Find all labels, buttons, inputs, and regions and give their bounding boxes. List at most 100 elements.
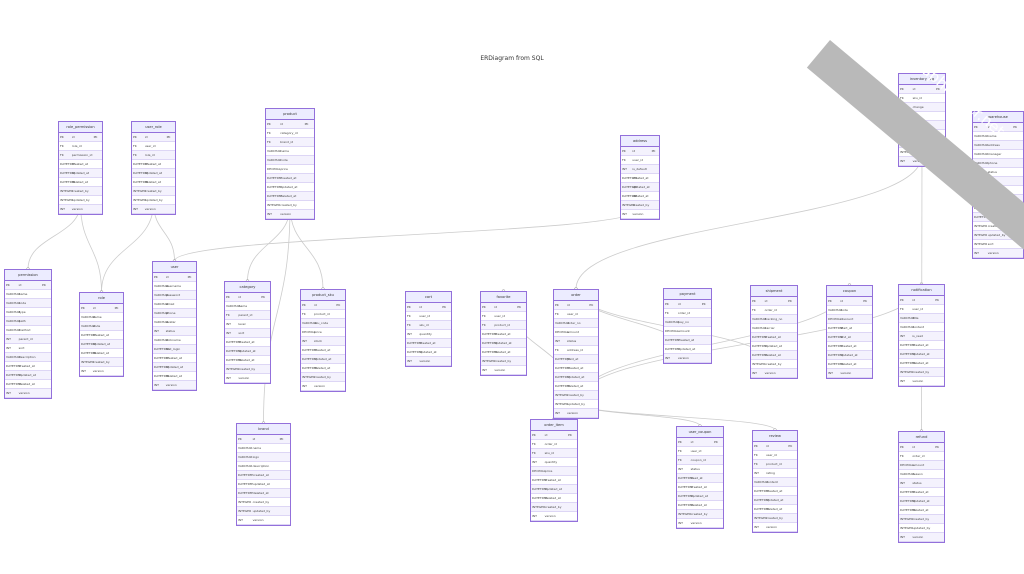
attribute-type: FK xyxy=(407,323,411,327)
attribute-name: created_by xyxy=(280,203,297,207)
attribute-key xyxy=(714,501,723,509)
attribute-name: sku_code xyxy=(314,321,329,325)
attribute-type: FK xyxy=(622,158,626,162)
attribute-key xyxy=(188,363,196,371)
attribute-name: deleted_at xyxy=(544,496,561,500)
attribute-key: PK xyxy=(517,305,521,309)
attribute-name: id xyxy=(314,303,317,307)
attribute-name: updated_by xyxy=(252,509,271,513)
attribute-key xyxy=(261,329,270,337)
attribute-key xyxy=(788,523,797,531)
attribute-key: PK xyxy=(187,275,192,279)
attribute-type: PK xyxy=(900,87,904,91)
attribute-name: created_at xyxy=(419,341,436,345)
attribute-name: status xyxy=(690,467,700,471)
attribute-name: type xyxy=(18,310,26,314)
attribute-type: DATETIME xyxy=(81,342,97,346)
attribute-name: code xyxy=(840,308,848,312)
attribute-key xyxy=(589,346,598,354)
attribute-key xyxy=(167,205,175,213)
attribute-key xyxy=(863,306,872,314)
attribute-key xyxy=(589,310,598,318)
attribute-type: PK xyxy=(267,122,271,126)
attribute-key: PK xyxy=(701,302,706,306)
attribute-type: INTEGER xyxy=(678,512,692,516)
attribute-name: created_at xyxy=(145,162,161,166)
attribute-name: deleted_at xyxy=(93,351,109,355)
attribute-key: PK xyxy=(336,303,341,307)
attribute-key xyxy=(568,467,577,475)
attribute-type: PK xyxy=(900,298,904,302)
attribute-type: DATETIME xyxy=(622,194,638,198)
attribute-key xyxy=(568,476,577,484)
attribute-name: updated_at xyxy=(678,347,696,351)
attribute-type: DATETIME xyxy=(555,375,571,379)
attribute-key xyxy=(702,318,711,326)
attribute-name: version xyxy=(18,391,30,395)
attribute-key xyxy=(167,178,175,186)
attribute-key xyxy=(42,308,51,316)
attribute-type: DATETIME xyxy=(226,349,242,353)
attribute-key xyxy=(935,533,944,541)
attribute-key xyxy=(336,364,345,372)
attribute-name: version xyxy=(987,251,999,255)
attribute-name: version xyxy=(912,535,924,539)
attribute-type: FK xyxy=(267,140,271,144)
entity-title: cart xyxy=(406,292,451,303)
attribute-name: updated_by xyxy=(567,402,585,406)
attribute-type: PK xyxy=(555,303,559,307)
attribute-name: version xyxy=(632,212,644,216)
attribute-type: DATETIME xyxy=(555,357,571,361)
attribute-key: PK xyxy=(93,135,98,139)
attribute-key xyxy=(1013,168,1023,176)
attribute-name: id xyxy=(544,433,548,437)
attribute-key xyxy=(589,337,598,345)
attribute-key xyxy=(261,356,270,364)
attribute-key xyxy=(261,302,270,310)
attribute-type: INT xyxy=(555,411,560,415)
attribute-name: version xyxy=(71,207,83,211)
attribute-key xyxy=(305,210,314,218)
attribute-key xyxy=(652,210,659,218)
attribute-type: FK xyxy=(226,313,230,317)
attribute-name: user_id xyxy=(567,312,578,316)
attribute-type: INTEGER xyxy=(238,500,252,504)
